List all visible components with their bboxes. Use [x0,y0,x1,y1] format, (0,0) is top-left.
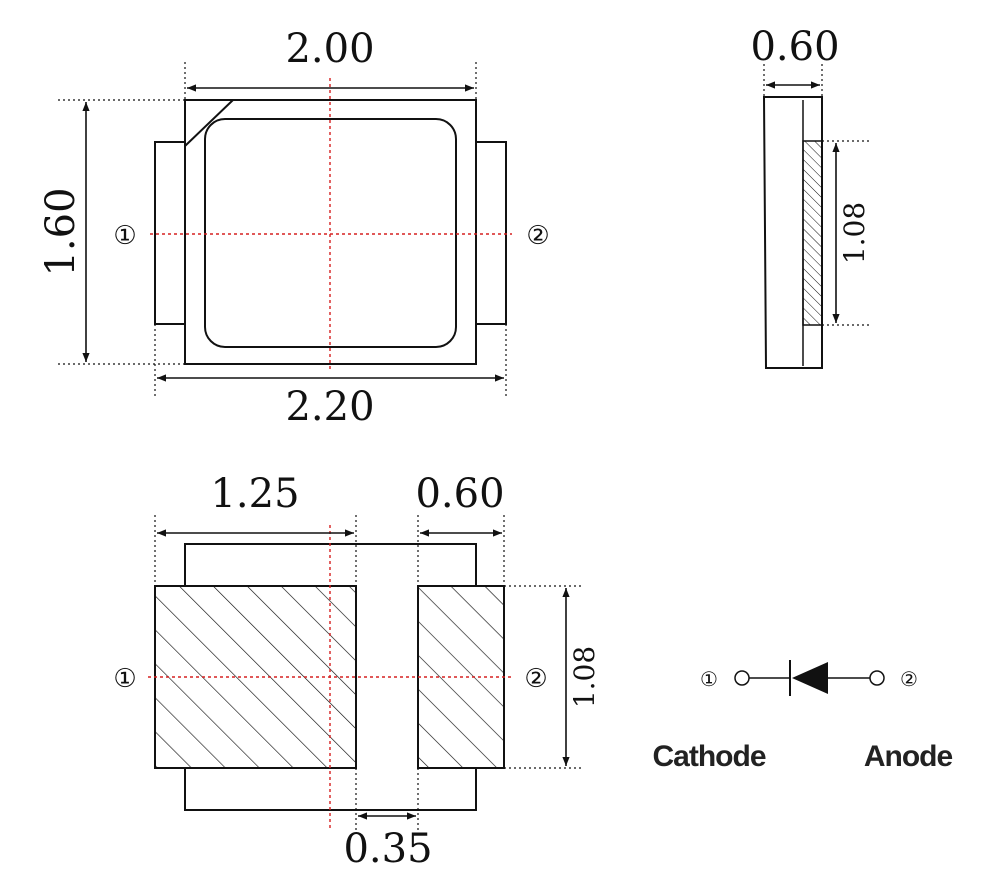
right-terminal [475,141,507,325]
side-view: 0.60 1.08 [750,24,871,369]
anode-label: Anode [864,740,953,773]
overall-width-dimension-label: 2.20 [285,384,374,430]
diode-schematic: ① ② Cathode Anode [653,660,953,773]
side-pad-height-dimension-label: 1.08 [838,202,871,264]
lens-window [204,118,457,348]
pin1-marker: ① [113,664,136,694]
top-view: 2.00 1.60 2.20 ① ② [38,26,550,430]
gap-dimension-label: 0.35 [343,826,432,872]
diode-triangle-icon [792,662,828,694]
pin2-marker: ② [526,221,549,251]
cathode-terminal-icon [734,670,750,686]
left-terminal [154,141,186,325]
side-profile [762,96,823,369]
width-dimension-label: 2.00 [285,26,374,72]
cathode-label: Cathode [653,740,766,773]
side-terminal-hatch [802,140,823,326]
schematic-pin1: ① [700,667,718,691]
pad-height-dimension-label: 1.08 [568,646,601,708]
thickness-dimension-label: 0.60 [750,24,839,70]
footprint-view: 1.25 0.60 0.35 1.08 ① ② [113,471,601,872]
schematic-pin2: ② [900,667,918,691]
polarity-chamfer [184,99,234,147]
pad1-width-dimension-label: 1.25 [210,471,299,517]
pin1-marker: ① [113,221,136,251]
height-dimension-label: 1.60 [38,187,84,276]
pad2-width-dimension-label: 0.60 [415,471,504,517]
package-body [184,99,477,365]
anode-terminal-icon [869,670,885,686]
pin2-marker: ② [524,664,547,694]
